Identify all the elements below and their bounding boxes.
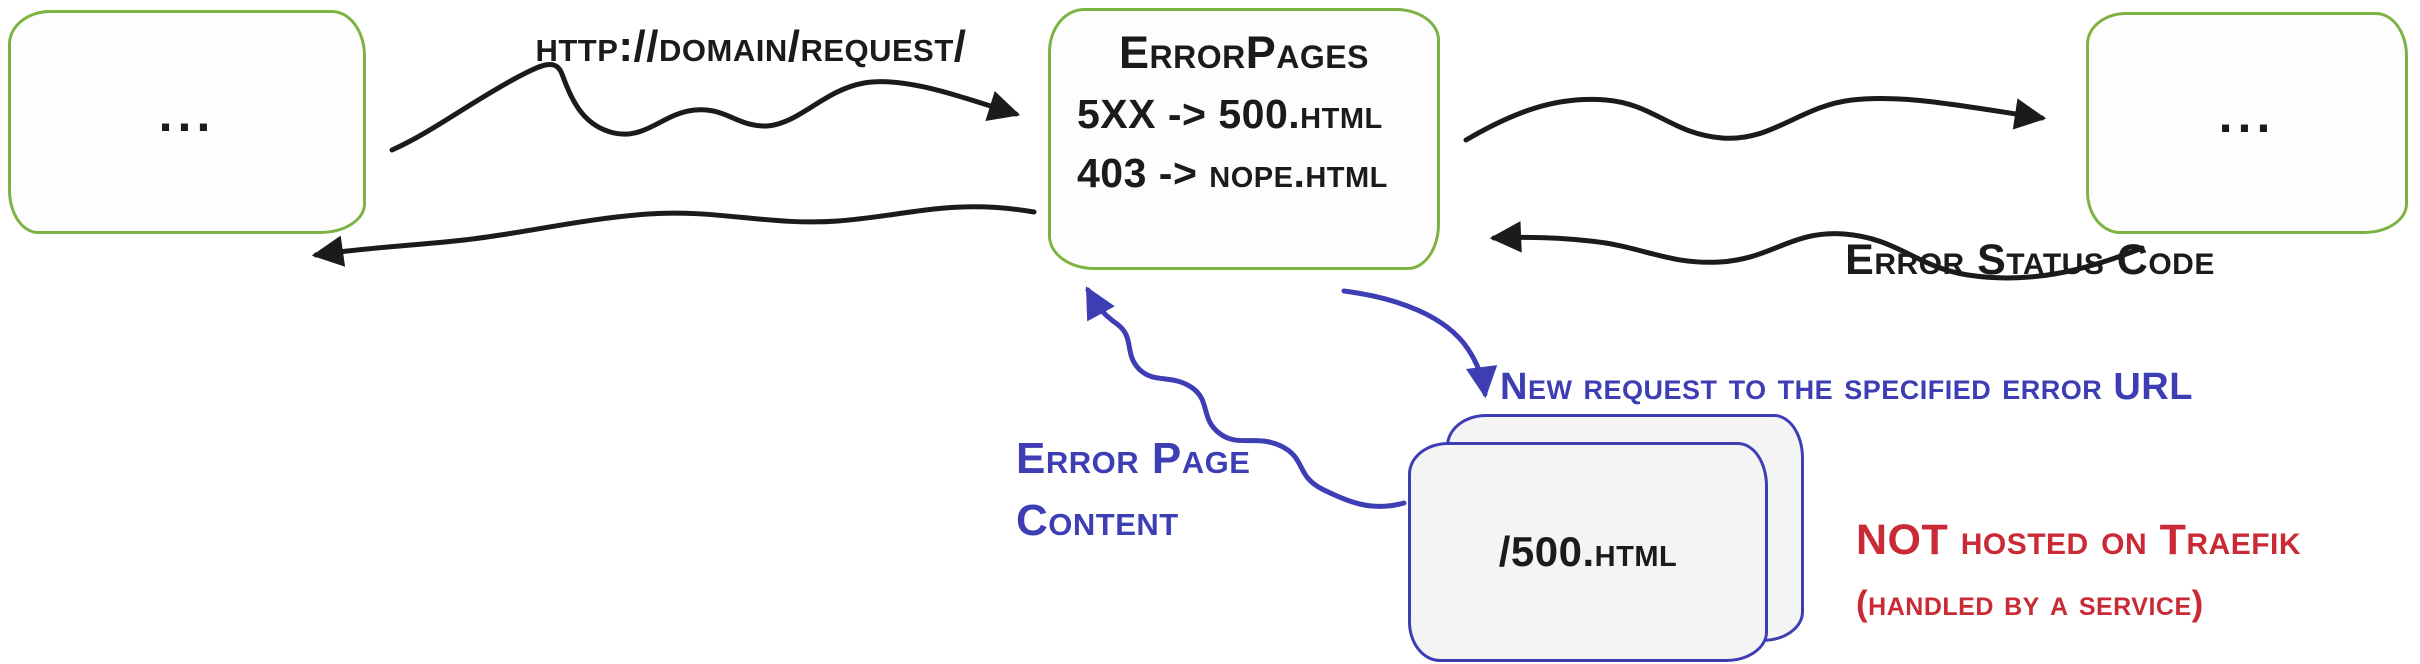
- middleware-title: ErrorPages: [1119, 27, 1369, 78]
- error-page-content-line1: Error Page: [1016, 434, 1251, 483]
- service-box: ...: [2086, 12, 2408, 234]
- error-page-content-label: Error Page Content: [1016, 428, 1250, 553]
- middleware-rule-5xx: 5XX -> 500.html: [1077, 91, 1383, 137]
- handled-by-label: (handled by a service): [1856, 584, 2204, 623]
- client-box: ...: [8, 10, 366, 234]
- forward-arrow: [1463, 95, 2047, 143]
- errorpages-middleware-box: ErrorPages 5XX -> 500.html 403 -> nope.h…: [1048, 8, 1440, 270]
- not-hosted-label: NOT hosted on Traefik: [1856, 516, 2302, 564]
- response-arrow: [311, 204, 1037, 267]
- new-request-label: New request to the specified error URL: [1500, 366, 2193, 408]
- error-file-label: /500.html: [1498, 528, 1678, 575]
- service-box-label: ...: [2218, 87, 2276, 143]
- error-page-content-line2: Content: [1016, 496, 1179, 546]
- error-status-label: Error Status Code: [1845, 236, 2215, 284]
- request-arrow: [389, 62, 1021, 153]
- middleware-rule-403: 403 -> nope.html: [1077, 150, 1388, 196]
- client-box-label: ...: [158, 86, 216, 142]
- new-request-arrow: [1341, 288, 1498, 399]
- request-url-label: http://domain/request/: [535, 22, 967, 71]
- error-page-stack-front: /500.html: [1408, 442, 1768, 662]
